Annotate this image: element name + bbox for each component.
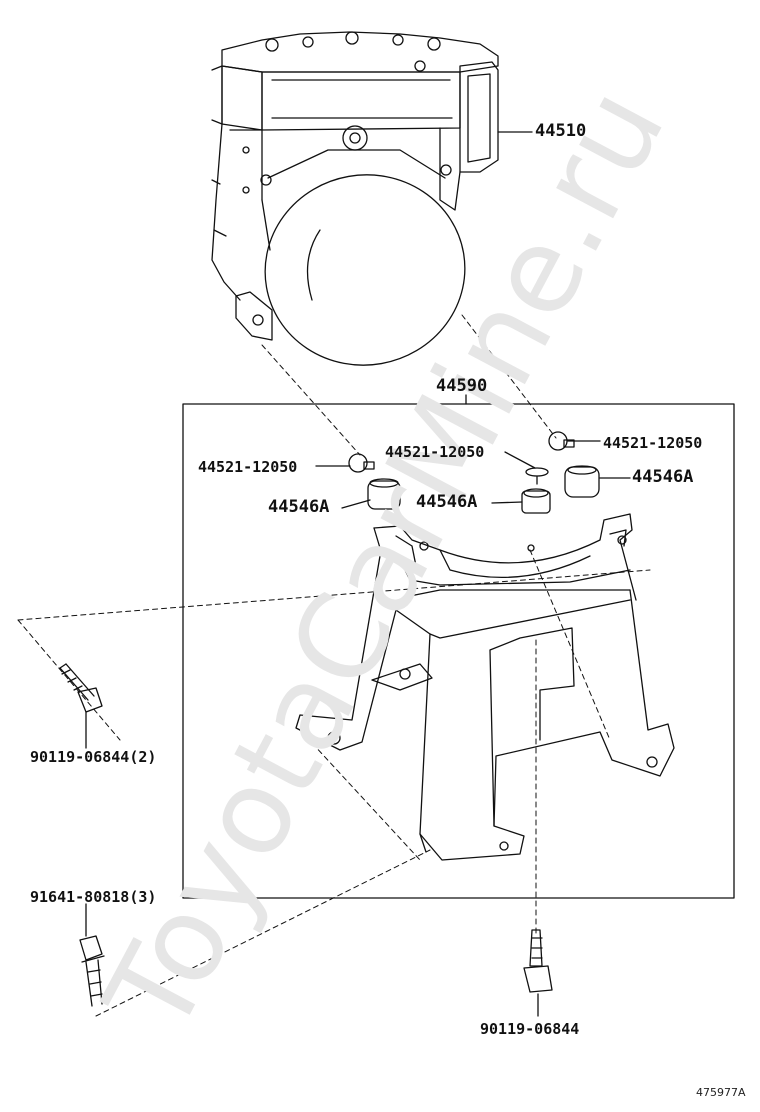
cushion-pin-right[interactable] [548,431,575,451]
grommet-right[interactable] [564,465,600,498]
label-44546a-center[interactable]: 44546A [416,492,478,512]
label-91641-80818-3[interactable]: 91641-80818(3) [30,888,157,906]
label-44590[interactable]: 44590 [436,376,488,396]
flange-bolt-91641-80818[interactable] [79,903,105,1007]
cushion-pin-left[interactable] [348,453,375,473]
label-90119-06844[interactable]: 90119-06844 [480,1020,580,1038]
label-44510[interactable]: 44510 [535,121,587,141]
bolt-90119-06844-left[interactable] [59,663,103,749]
label-44521-12050-center[interactable]: 44521-12050 [385,443,485,461]
grommet-center[interactable] [521,488,551,514]
bracket-44590[interactable] [295,513,675,861]
abs-actuator-44510[interactable] [211,31,499,381]
label-44521-12050-right[interactable]: 44521-12050 [603,434,703,452]
figure-number: 475977A [696,1086,746,1099]
label-44546a-right[interactable]: 44546A [632,467,694,487]
grommet-left[interactable] [367,478,401,510]
label-44546a-left[interactable]: 44546A [268,497,330,517]
bracket-assy-box [182,403,735,899]
bolt-90119-06844-bottom[interactable] [523,929,553,1017]
label-44521-12050-left[interactable]: 44521-12050 [198,458,298,476]
label-90119-06844-2[interactable]: 90119-06844(2) [30,748,157,766]
cushion-pin-center[interactable] [525,467,549,485]
